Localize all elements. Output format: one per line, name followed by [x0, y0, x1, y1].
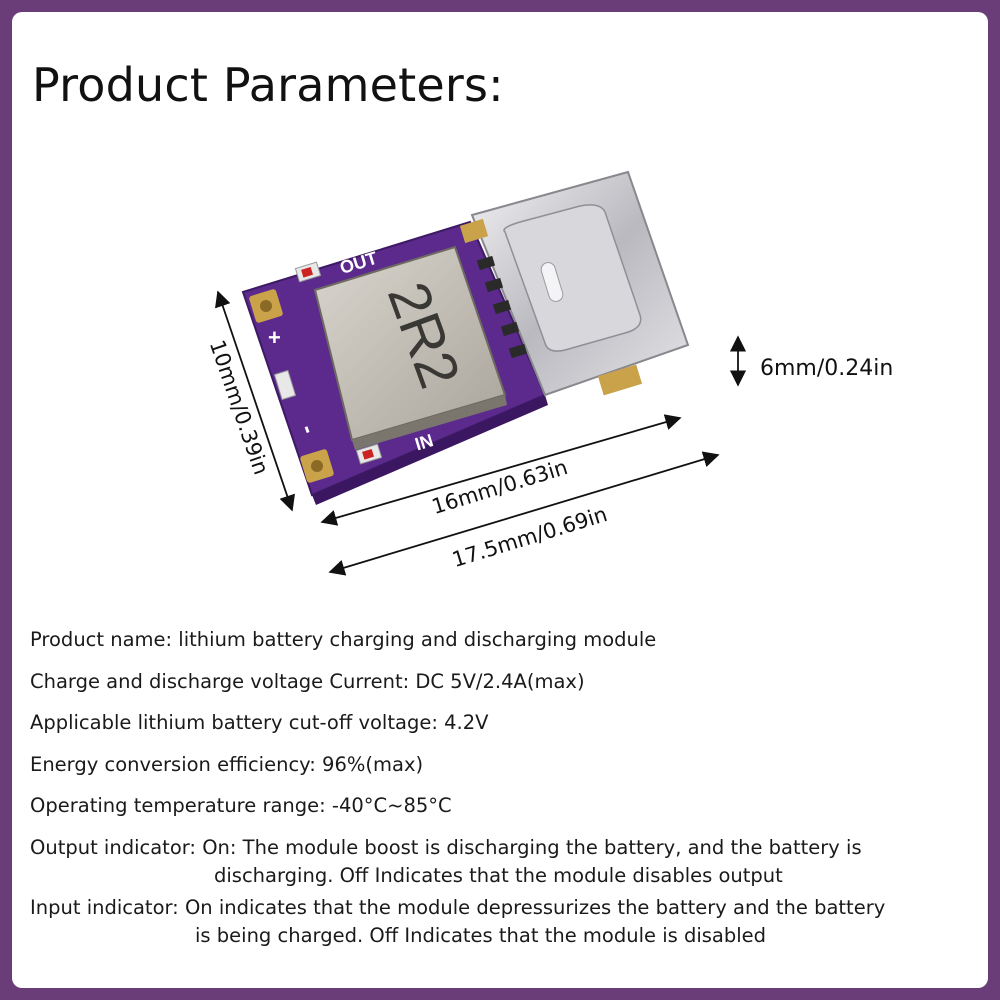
dimension-board-length-label: 16mm/0.63in [429, 455, 570, 519]
param-input-indicator: Input indicator: On indicates that the m… [30, 895, 886, 947]
page-title: Product Parameters: [32, 58, 504, 112]
dimension-height-label: 6mm/0.24in [760, 356, 893, 381]
product-figure: + - OUT IN 2R2 [205, 170, 893, 576]
label-plus: + [268, 325, 281, 350]
dimension-width-label: 10mm/0.39in [205, 337, 273, 478]
led-output [294, 261, 322, 283]
param-voltage-current: Charge and discharge voltage Current: DC… [30, 669, 585, 693]
param-efficiency: Energy conversion efficiency: 96%(max) [30, 752, 424, 776]
param-output-indicator: Output indicator: On: The module boost i… [30, 835, 862, 887]
dimension-height: 6mm/0.24in [729, 335, 893, 387]
param-product-name: Product name: lithium battery charging a… [30, 628, 657, 651]
usb-c-connector [459, 170, 690, 397]
param-cutoff-voltage: Applicable lithium battery cut-off volta… [30, 711, 489, 734]
parameters-list: Product name: lithium battery charging a… [30, 626, 980, 963]
param-temperature: Operating temperature range: -40°C~85°C [30, 794, 452, 817]
